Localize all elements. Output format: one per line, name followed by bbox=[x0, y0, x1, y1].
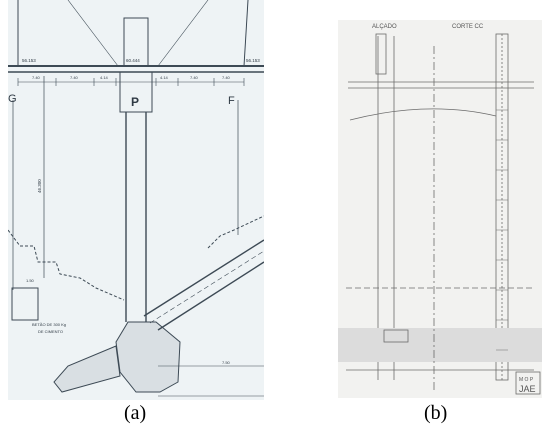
caption-a: (a) bbox=[124, 402, 147, 424]
panel-b-drawing: ALÇADO CORTE CC M O P JAE bbox=[338, 20, 542, 398]
panel-a-svg: G F P 56.153 60.444 56.153 7.40 7.40 4.1… bbox=[7, 0, 265, 397]
pier-letter: P bbox=[131, 95, 139, 109]
elev-center: 60.444 bbox=[126, 58, 140, 63]
strut-axis bbox=[149, 250, 265, 324]
ground-profile-left bbox=[7, 229, 125, 301]
ground-strip bbox=[338, 328, 542, 362]
stamp-bottom: JAE bbox=[519, 384, 536, 394]
span-label-3: 4.14 bbox=[100, 75, 109, 80]
elev-left: 56.153 bbox=[22, 58, 36, 63]
grid-letter-right: F bbox=[228, 95, 235, 107]
base-dim-label: 1.50 bbox=[26, 278, 35, 283]
arch-curve bbox=[349, 108, 497, 121]
strut-upper bbox=[143, 239, 265, 317]
tower-top bbox=[375, 33, 387, 75]
note-line-1: BETÃO DE 300 Kg bbox=[32, 322, 66, 327]
stamp-top: M O P bbox=[519, 377, 534, 383]
span-label-5: 7.40 bbox=[190, 75, 199, 80]
span-label-4: 4.14 bbox=[160, 75, 169, 80]
left-footing bbox=[11, 287, 39, 321]
foundation-spur bbox=[53, 345, 121, 393]
grid-letter-left: G bbox=[8, 93, 17, 105]
pier-cap bbox=[119, 71, 153, 113]
span-label-2: 7.40 bbox=[70, 75, 79, 80]
strut-lower bbox=[157, 261, 265, 331]
note-line-2: DE CIMENTO bbox=[38, 329, 63, 334]
bottom-dim-label: 7.50 bbox=[222, 360, 231, 365]
right-hanger-line bbox=[243, 0, 249, 67]
stamp-box bbox=[515, 371, 541, 395]
span-label-6: 7.40 bbox=[222, 75, 231, 80]
caption-b: (b) bbox=[424, 402, 448, 424]
span-label-1: 7.40 bbox=[32, 75, 41, 80]
section-ticks bbox=[496, 109, 508, 351]
right-stay-line bbox=[157, 0, 209, 67]
foundation-box bbox=[383, 329, 409, 343]
pier-head bbox=[123, 17, 149, 67]
panel-a-drawing: G F P 56.153 60.444 56.153 7.40 7.40 4.1… bbox=[7, 0, 265, 400]
left-stay-line bbox=[67, 0, 119, 67]
span-ticks bbox=[17, 78, 245, 86]
corte-label: CORTE CC bbox=[452, 24, 484, 30]
ground-profile-right bbox=[207, 215, 265, 249]
height-dim-label: 46.300 bbox=[37, 179, 42, 193]
elev-right: 56.153 bbox=[246, 58, 260, 63]
pier-foundation bbox=[115, 321, 181, 393]
panel-b-svg: ALÇADO CORTE CC M O P JAE bbox=[338, 24, 542, 395]
alcado-label: ALÇADO bbox=[372, 24, 397, 30]
